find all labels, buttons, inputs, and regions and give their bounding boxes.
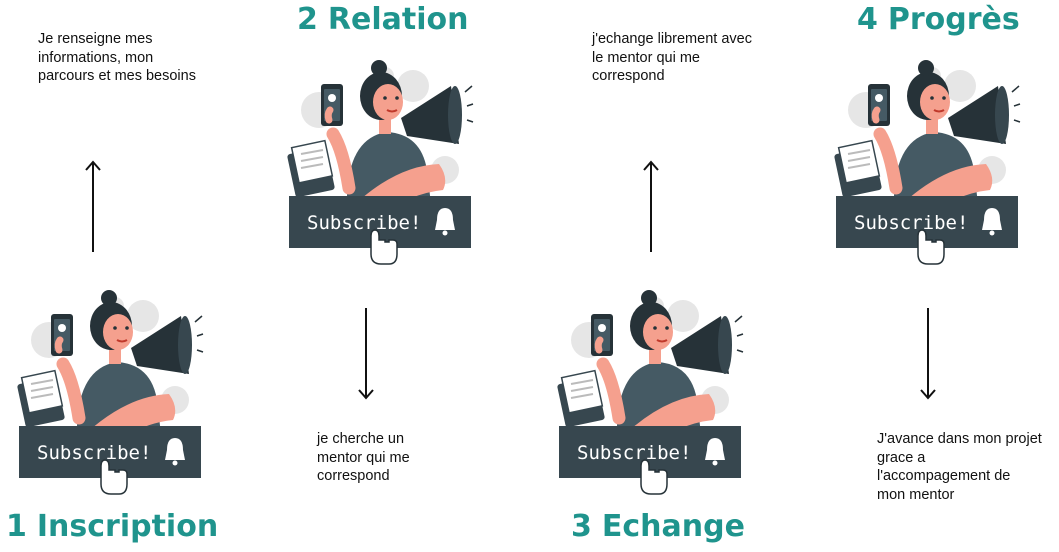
phone-icon <box>868 84 890 126</box>
hand-pointer-icon <box>917 229 945 265</box>
arrow-up-icon <box>85 160 101 252</box>
document-icon <box>834 139 882 198</box>
document-icon <box>17 369 65 428</box>
subscribe-label: Subscribe! <box>577 442 691 464</box>
step-1-description: Je renseigne mes informations, mon parco… <box>38 31 196 84</box>
step-1-illustration: Subscribe! <box>17 290 204 495</box>
subscribe-banner: Subscribe! <box>289 196 471 248</box>
step-4-description: J'avance dans mon projet grace a l'accom… <box>877 431 1042 503</box>
subscribe-banner: Subscribe! <box>559 426 741 478</box>
bell-icon <box>982 208 1002 236</box>
subscribe-banner: Subscribe! <box>19 426 201 478</box>
subscribe-label: Subscribe! <box>854 212 968 234</box>
document-icon <box>557 369 605 428</box>
arrow-down-icon <box>920 308 936 400</box>
megaphone-icon <box>401 85 474 144</box>
arrow-down-icon <box>358 308 374 400</box>
step-4-illustration: Subscribe! <box>834 60 1021 265</box>
step-3-description: j'echange librement avec le mentor qui m… <box>592 31 752 84</box>
document-icon <box>287 139 335 198</box>
hand-pointer-icon <box>370 229 398 265</box>
arrow-up-icon <box>643 160 659 252</box>
bell-icon <box>165 438 185 466</box>
bell-icon <box>705 438 725 466</box>
megaphone-icon <box>131 315 204 374</box>
bell-icon <box>435 208 455 236</box>
megaphone-icon <box>671 315 744 374</box>
phone-icon <box>51 314 73 356</box>
step-3-illustration: Subscribe! <box>557 290 744 495</box>
subscribe-label: Subscribe! <box>307 212 421 234</box>
subscribe-label: Subscribe! <box>37 442 151 464</box>
woman-figure <box>326 60 446 222</box>
phone-icon <box>321 84 343 126</box>
phone-icon <box>591 314 613 356</box>
step-2-illustration: Subscribe! <box>287 60 474 265</box>
step-2-description: je cherche un mentor qui me correspond <box>317 431 410 484</box>
hand-pointer-icon <box>640 459 668 495</box>
hand-pointer-icon <box>100 459 128 495</box>
megaphone-icon <box>948 85 1021 144</box>
